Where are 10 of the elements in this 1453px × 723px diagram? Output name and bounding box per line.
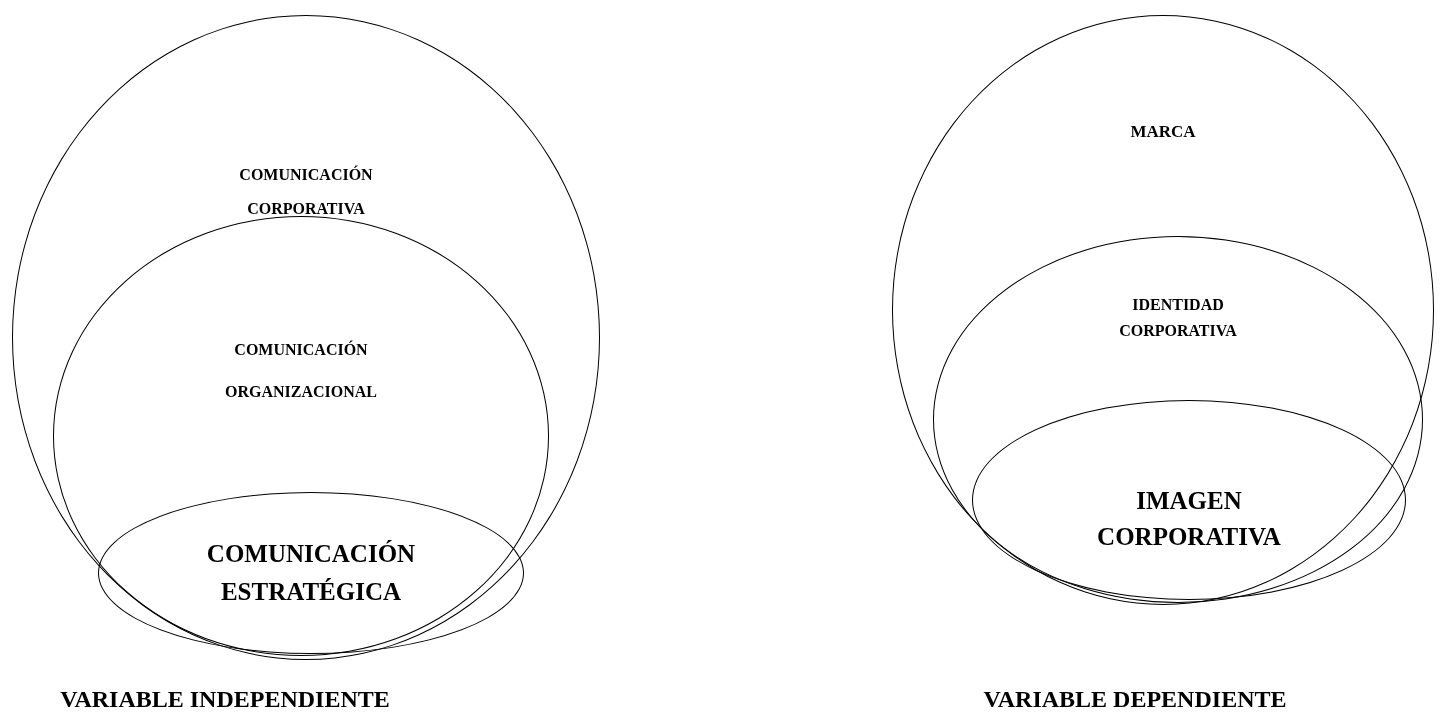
ellipse <box>933 236 1423 603</box>
ellipse-label: IDENTIDAD CORPORATIVA <box>1118 295 1238 341</box>
ellipse <box>12 15 600 660</box>
ellipse-label: MARCA <box>1129 121 1197 143</box>
ellipse-label: COMUNICACIÓN ESTRATÉGICA <box>205 539 417 607</box>
variable-caption: VARIABLE INDEPENDIENTE <box>60 686 390 713</box>
ellipse-label: COMUNICACIÓN CORPORATIVA <box>238 164 374 219</box>
variable-caption: VARIABLE DEPENDIENTE <box>983 686 1287 713</box>
ellipse-label: COMUNICACIÓN ORGANIZACIONAL <box>224 339 378 402</box>
ellipse-label: IMAGEN CORPORATIVA <box>1096 486 1282 553</box>
